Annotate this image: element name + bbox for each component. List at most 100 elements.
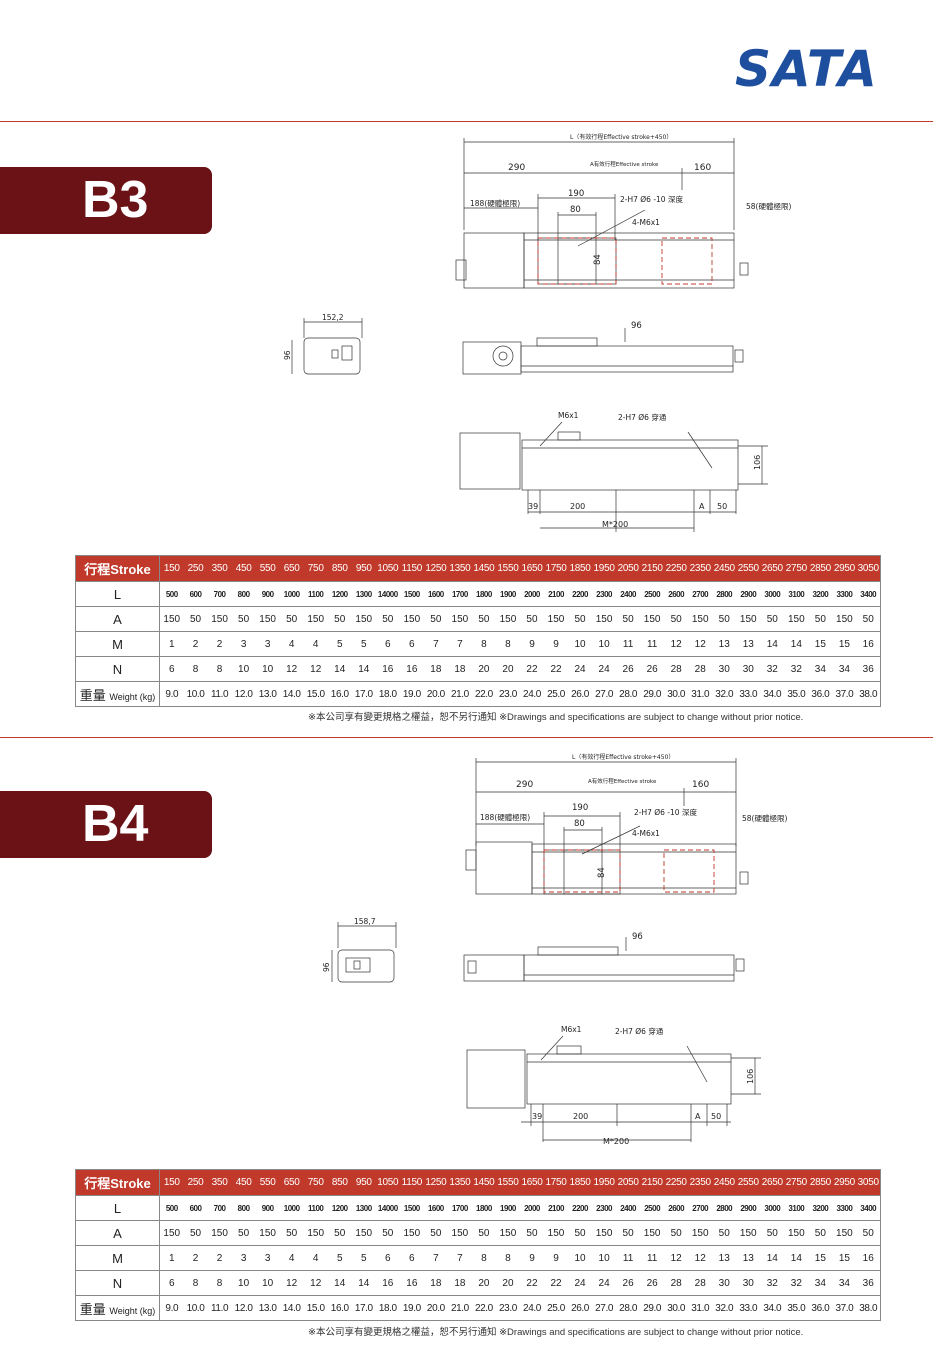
- table-cell: 9: [519, 631, 544, 657]
- row-label: M: [75, 631, 160, 657]
- table-cell: 16.0: [327, 1295, 352, 1321]
- table-cell: 11: [616, 631, 641, 657]
- table-cell: 6: [159, 656, 184, 682]
- model-label-b4: B4: [0, 791, 212, 858]
- table-cell: 23.0: [495, 1295, 520, 1321]
- dim-m200: M*200: [602, 520, 628, 529]
- stroke-header-cell: 750: [303, 1169, 328, 1196]
- table-cell: 24.0: [519, 1295, 544, 1321]
- table-cell: 32: [784, 656, 809, 682]
- table-cell: 2100: [544, 581, 569, 607]
- end-height-dim: 96: [283, 350, 292, 360]
- table-cell: 1300: [351, 581, 376, 607]
- dim-190: 190: [568, 189, 584, 199]
- table-cell: 150: [351, 1220, 376, 1246]
- row-label: 重量 Weight (kg): [75, 681, 160, 707]
- dim-a: A: [695, 1112, 701, 1121]
- table-cell: 50: [231, 606, 256, 632]
- dim-a: A: [699, 502, 705, 511]
- table-cell: 28: [688, 1270, 713, 1296]
- table-cell: 35.0: [784, 1295, 809, 1321]
- table-cell: 2200: [568, 1195, 593, 1221]
- table-cell: 22: [544, 656, 569, 682]
- table-cell: 150: [255, 606, 280, 632]
- dim-total-length: L（有效行程Effective stroke+450）: [570, 133, 672, 141]
- stroke-header-cell: 1250: [423, 555, 448, 582]
- table-cell: 14: [351, 656, 376, 682]
- stroke-header-cell: 2750: [784, 555, 809, 582]
- table-cell: 20.0: [423, 1295, 448, 1321]
- weight-label-main: 重量: [79, 1301, 106, 1317]
- table-cell: 33.0: [736, 1295, 761, 1321]
- table-cell: 1800: [471, 1195, 496, 1221]
- stroke-header-cell: 1950: [592, 555, 617, 582]
- table-cell: 800: [231, 581, 256, 607]
- hard-limit-right: 58(硬體極限): [746, 201, 791, 211]
- table-cell: 20: [495, 656, 520, 682]
- dim-290: 290: [508, 163, 525, 173]
- table-cell: 14: [760, 1245, 785, 1271]
- top-view-drawing-b4: L（有效行程Effective stroke+450） 290 A有效行程Eff…: [465, 753, 787, 895]
- end-height-dim: 96: [322, 962, 331, 972]
- table-cell: 150: [832, 1220, 857, 1246]
- table-cell: 2800: [712, 1195, 737, 1221]
- table-cell: 34: [832, 1270, 857, 1296]
- table-cell: 20: [471, 1270, 496, 1296]
- stroke-header-label: 行程Stroke: [75, 555, 160, 582]
- table-cell: 18.0: [375, 681, 400, 707]
- table-cell: 50: [183, 1220, 208, 1246]
- table-cell: 800: [231, 1195, 256, 1221]
- table-cell: 30: [712, 656, 737, 682]
- table-cell: 24.0: [519, 681, 544, 707]
- table-cell: 150: [207, 606, 232, 632]
- end-view-drawing-b3: 152,2 96: [283, 313, 363, 375]
- table-cell: 21.0: [447, 681, 472, 707]
- table-cell: 9: [544, 631, 569, 657]
- table-cell: 36: [856, 1270, 882, 1296]
- table-cell: 900: [255, 1195, 280, 1221]
- table-cell: 2200: [568, 581, 593, 607]
- stroke-header-cell: 1550: [495, 1169, 520, 1196]
- stroke-header-cell: 1450: [471, 555, 496, 582]
- dim-80: 80: [574, 819, 585, 829]
- table-cell: 2: [207, 631, 232, 657]
- table-cell: 150: [784, 606, 809, 632]
- stroke-header-cell: 2250: [664, 555, 689, 582]
- row-label: M: [75, 1245, 160, 1271]
- dim-80: 80: [570, 205, 581, 215]
- table-cell: 27.0: [592, 1295, 617, 1321]
- table-cell: 2700: [688, 1195, 713, 1221]
- table-cell: 34: [808, 1270, 833, 1296]
- table-cell: 30.0: [664, 1295, 689, 1321]
- table-cell: 17.0: [351, 1295, 376, 1321]
- table-cell: 14: [351, 1270, 376, 1296]
- table-cell: 6: [399, 1245, 424, 1271]
- table-cell: 50: [712, 606, 737, 632]
- screw-callout-top: 4-M6x1: [632, 829, 660, 838]
- table-cell: 8: [183, 656, 208, 682]
- bottom-hole-callout: 2-H7 Ø6 穿通: [618, 412, 667, 422]
- table-cell: 22: [544, 1270, 569, 1296]
- table-cell: 32.0: [712, 681, 737, 707]
- table-cell: 4: [303, 1245, 328, 1271]
- table-cell: 3100: [784, 581, 809, 607]
- table-cell: 15: [808, 631, 833, 657]
- table-cell: 19.0: [399, 681, 424, 707]
- table-cell: 150: [592, 1220, 617, 1246]
- table-cell: 24: [592, 1270, 617, 1296]
- table-cell: 3000: [760, 581, 785, 607]
- dim-effective-stroke: A有效行程Effective stroke: [588, 777, 657, 785]
- table-cell: 22: [519, 1270, 544, 1296]
- table-cell: 14: [327, 1270, 352, 1296]
- table-cell: 2400: [616, 581, 641, 607]
- table-cell: 8: [495, 631, 520, 657]
- table-cell: 21.0: [447, 1295, 472, 1321]
- weight-label-sub: Weight (kg): [109, 691, 156, 702]
- spec-note-b4: ※本公司享有變更規格之權益，恕不另行通知 ※Drawings and speci…: [308, 1327, 804, 1338]
- table-cell: 6: [159, 1270, 184, 1296]
- table-cell: 150: [640, 1220, 665, 1246]
- table-cell: 26.0: [568, 1295, 593, 1321]
